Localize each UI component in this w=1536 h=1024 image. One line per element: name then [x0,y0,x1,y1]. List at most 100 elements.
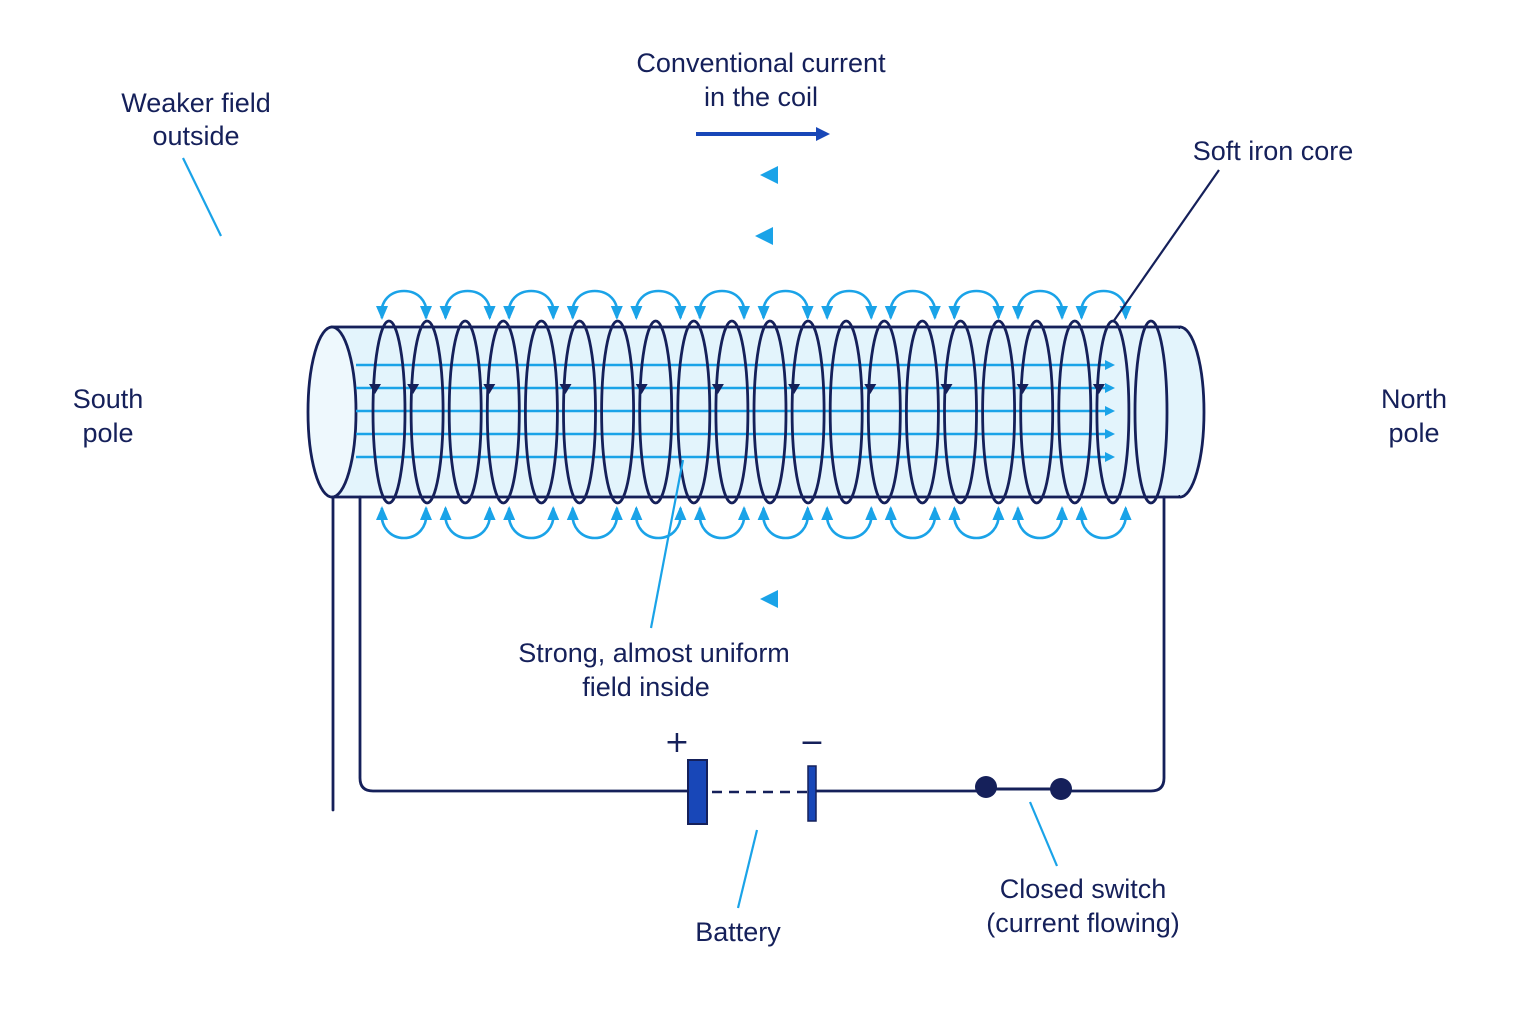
coil-turn-4 [485,319,521,505]
bottom-loop-arrow-right-7 [801,506,814,520]
top-field-loop-5 [634,289,682,319]
top-field-loop-11 [1016,289,1064,319]
battery-label: Battery [695,917,781,947]
top-field-loop-8 [825,289,873,319]
coil-turn-7 [600,319,635,505]
coil-turn-5 [524,319,559,505]
bottom-field-loop-1 [380,507,428,540]
battery [687,759,817,825]
north-fan-line-5 [1210,435,1400,525]
top-loop-arrow-right-10 [992,306,1005,320]
south-pole-label-line1: South [73,384,144,414]
bottom-loop-arrow-left-7 [757,506,770,520]
top-field-loop-3 [507,289,555,319]
outer-field-lines [115,166,1400,608]
bottom-field-loop-7 [762,507,810,540]
coil-turn-1 [371,319,407,505]
top-loop-arrow-left-8 [821,306,834,320]
current-label-line2: in the coil [704,82,818,112]
weaker-field-leader [182,157,222,237]
north-fan-line-1 [1210,300,1400,385]
coil-turn-16 [943,319,978,505]
battery-plus-sign: + [664,725,689,760]
top-loop-arrow-left-4 [566,306,579,320]
north-fan-line-4 [1210,425,1350,442]
bottom-loop-arrow-right-12 [1119,506,1132,520]
bottom-loop-arrow-right-9 [928,506,941,520]
leader-lines [182,157,1220,909]
bottom-field-loop-12 [1080,507,1128,540]
outer-loop-arrow-1 [760,166,778,184]
bottom-loop-arrow-left-5 [630,506,643,520]
bottom-field-loop-11 [1016,507,1064,540]
bottom-loop-arrow-left-8 [821,506,834,520]
bottom-loop-arrow-left-9 [884,506,897,520]
bottom-loop-arrow-right-2 [483,506,496,520]
coil-turn-17 [981,319,1016,505]
coil-current-arrow-14 [864,384,877,394]
coil-current-arrow-16 [940,384,953,394]
coil-current-arrow-20 [1092,384,1105,394]
coil-turn-21 [1133,319,1169,505]
coil-turn-6 [562,319,597,505]
top-loop-arrow-left-7 [757,306,770,320]
top-loop-arrow-right-1 [420,306,432,320]
coil-turn-8 [638,319,674,505]
current-label-line1: Conventional current [636,48,886,78]
top-loop-arrow-right-9 [928,306,941,320]
strong-field-label-line2: field inside [582,672,710,702]
switch-label-line1: Closed switch [1000,874,1167,904]
top-loop-arrow-right-11 [1056,306,1068,320]
bottom-loop-arrow-right-8 [865,506,878,520]
switch-contact-left [975,776,997,798]
top-loop-arrow-right-2 [483,306,496,320]
bottom-loop-arrow-right-4 [610,506,623,520]
south-pole-label-line2: pole [82,418,133,448]
strong-field-label-line1: Strong, almost uniform [518,638,790,668]
battery-minus-sign: − [799,725,824,760]
coil-current-arrow-10 [711,384,724,394]
top-loop-arrow-right-7 [801,306,814,320]
top-loop-arrow-left-12 [1075,306,1088,320]
top-field-loops [376,289,1132,320]
outer-loop-arrow-2 [755,227,773,245]
closed-switch [975,776,1072,800]
bottom-loop-arrow-left-11 [1012,506,1024,520]
coil-turn-9 [676,319,712,505]
top-field-loop-2 [444,289,492,319]
coil-turn-2 [409,319,445,505]
battery-negative-plate [807,765,817,822]
top-loop-arrow-right-3 [547,306,560,320]
coil-turn-11 [752,319,788,505]
south-fan-line-2 [150,375,305,395]
south-fan-line-5 [115,435,305,525]
top-loop-arrow-right-8 [865,306,878,320]
soft-iron-core-leader [1112,169,1220,323]
top-field-loop-4 [571,289,619,319]
bottom-loop-arrow-left-3 [503,506,516,520]
coil-current-arrow-1 [369,384,381,394]
bottom-field-loop-8 [825,507,873,540]
top-field-loop-10 [952,289,1000,319]
bottom-loop-arrow-left-2 [439,506,452,520]
soft-iron-core-label: Soft iron core [1193,136,1354,166]
top-loop-arrow-left-9 [884,306,897,320]
core-left-face [306,325,358,499]
left-circuit-wire [358,495,692,793]
coil-turns [369,319,1169,505]
coil-current-arrow-4 [483,384,496,394]
bottom-loop-arrow-right-3 [547,506,560,520]
top-loop-arrow-left-2 [439,306,452,320]
bottom-loop-arrow-right-10 [992,506,1005,520]
coil-current-arrow-18 [1016,384,1029,394]
right-circuit-wire [1059,495,1166,793]
bottom-loop-arrow-left-6 [694,506,706,520]
switch-label-line2: (current flowing) [986,908,1180,938]
coil-turn-15 [905,319,940,505]
coil-turn-18 [1019,319,1055,505]
top-field-loop-7 [762,289,810,319]
bottom-loop-arrow-left-10 [948,506,961,520]
coil-current-arrow-2 [407,384,420,394]
bottom-field-loop-4 [571,507,619,540]
